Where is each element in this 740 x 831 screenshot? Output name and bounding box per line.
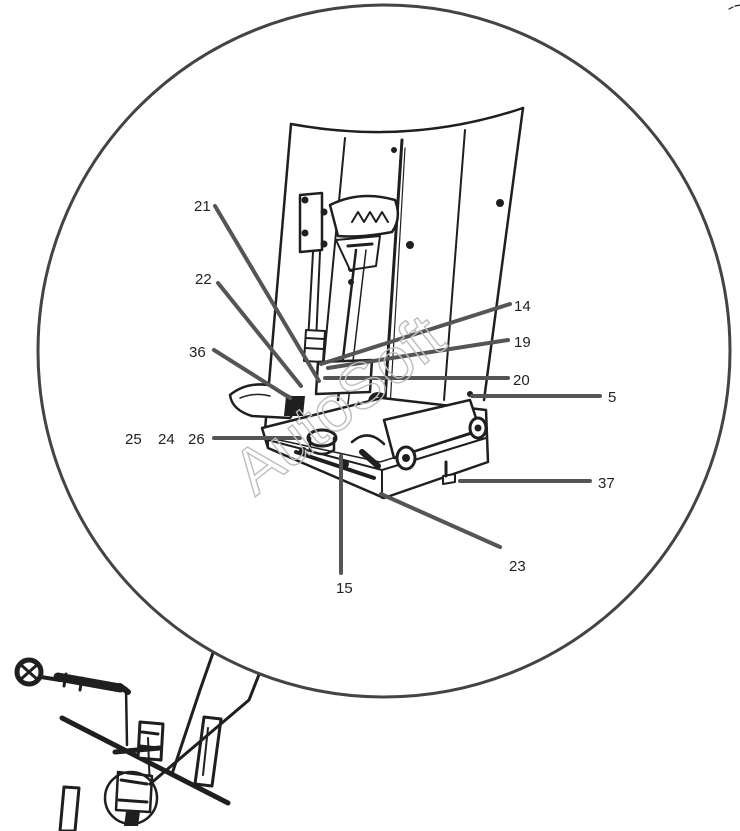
callout-20: 20 [513, 372, 530, 389]
pedal-assembly-detail [228, 106, 525, 500]
callout-15: 15 [336, 580, 353, 597]
leader-lines [212, 204, 602, 575]
callout-25: 25 [125, 431, 142, 448]
callout-23: 23 [509, 558, 526, 575]
callout-21: 21 [194, 198, 211, 215]
connector-line-left [170, 648, 216, 776]
connector-line-right [148, 670, 262, 786]
detail-locator-circle [103, 770, 159, 826]
callout-24: 24 [158, 431, 175, 448]
callout-labels: 21 22 36 25 24 26 14 19 20 5 37 23 15 [125, 198, 616, 597]
callout-19: 19 [514, 334, 531, 351]
corner-mark [728, 4, 740, 10]
callout-26: 26 [188, 431, 205, 448]
callout-22: 22 [195, 271, 212, 288]
detail-circle [36, 3, 732, 699]
callout-36: 36 [189, 344, 206, 361]
callout-37: 37 [598, 475, 615, 492]
overview-drawing [14, 657, 231, 831]
callout-14: 14 [514, 298, 531, 315]
callout-5: 5 [608, 389, 616, 406]
